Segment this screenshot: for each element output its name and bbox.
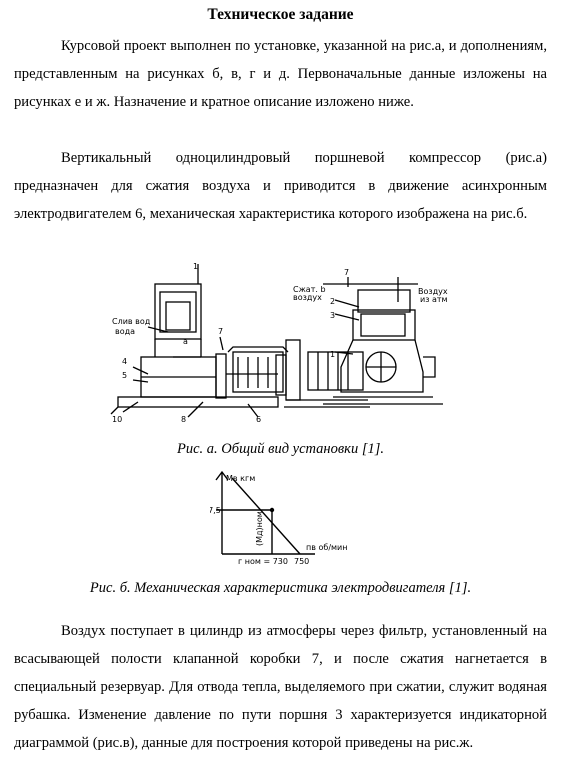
label-1: 1	[330, 350, 335, 359]
label-2: 2	[330, 297, 335, 306]
label-air-in: Сжат. b	[293, 285, 326, 294]
label-air-out: Воздух	[418, 287, 448, 296]
label-7-right: 7	[344, 268, 349, 277]
label-7-left: 7	[218, 327, 223, 336]
curve-label: (Мд)ном	[255, 511, 264, 546]
label-1-top: 1	[193, 262, 198, 271]
label-water-2: вода	[115, 327, 135, 336]
paragraph-2: Вертикальный одноцилиндровый поршневой к…	[14, 150, 547, 222]
figure-b-chart: Мв кгм пв об/мин 27,5 г ном = 730 750 (М…	[210, 470, 347, 566]
x-tick-nom-label: г ном = 730	[238, 557, 288, 566]
label-water: Слив вод	[112, 317, 151, 326]
x-axis-label: пв об/мин	[306, 543, 347, 552]
document-title: Техническое задание	[207, 6, 354, 23]
label-6: 6	[256, 415, 261, 424]
label-8: 8	[181, 415, 186, 424]
y-tick-label: 27,5	[210, 506, 221, 515]
y-axis-label: Мв кгм	[226, 474, 255, 483]
paragraph-3: Воздух поступает в цилиндр из атмосферы …	[14, 623, 547, 751]
figure-a-caption: Рис. а. Общий вид установки [1].	[177, 441, 384, 457]
label-air-in-2: воздух	[293, 293, 322, 302]
label-5: 5	[122, 371, 127, 380]
paragraph-1: Курсовой проект выполнен по установке, у…	[14, 38, 547, 110]
figure-b-caption: Рис. б. Механическая характеристика элек…	[89, 580, 472, 596]
figure-a-drawing: 1 Слив вод вода a 7 4 5 10 8 6 7 Сжат. b…	[110, 262, 448, 424]
label-air-out-2: из атм	[420, 295, 448, 304]
label-10: 10	[112, 415, 122, 424]
label-3: 3	[330, 311, 335, 320]
label-a: a	[183, 337, 188, 346]
label-4: 4	[122, 357, 127, 366]
x-tick-max-label: 750	[294, 557, 309, 566]
